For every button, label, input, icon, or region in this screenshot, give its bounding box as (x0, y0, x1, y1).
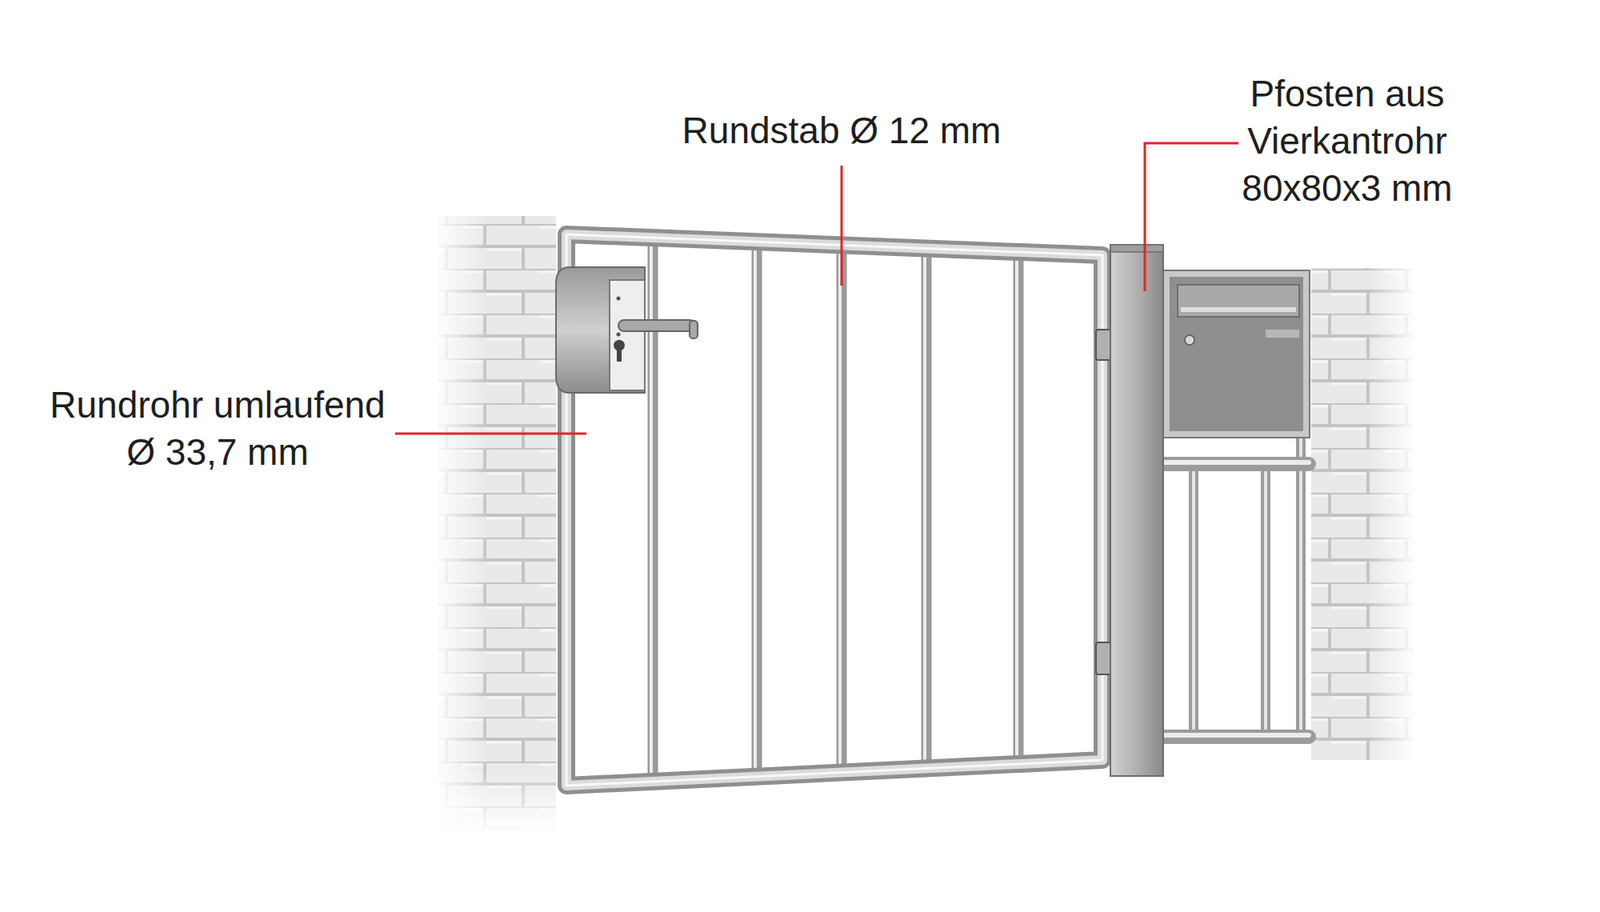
gate-lock (556, 267, 698, 393)
brick-pillar (1311, 268, 1418, 760)
mailbox (1163, 270, 1310, 438)
square-post (1110, 244, 1164, 776)
side-panel (1163, 436, 1309, 737)
gate-frame (566, 234, 1103, 786)
callout-label: Pfosten aus Vierkantrohr 80x80x3 mm (1227, 70, 1468, 212)
callout-label: Rundstab Ø 12 mm (633, 107, 1050, 155)
callout-label: Rundrohr umlaufend Ø 33,7 mm (40, 381, 396, 476)
brick-pillar (432, 216, 560, 834)
leader-line (395, 143, 1239, 434)
